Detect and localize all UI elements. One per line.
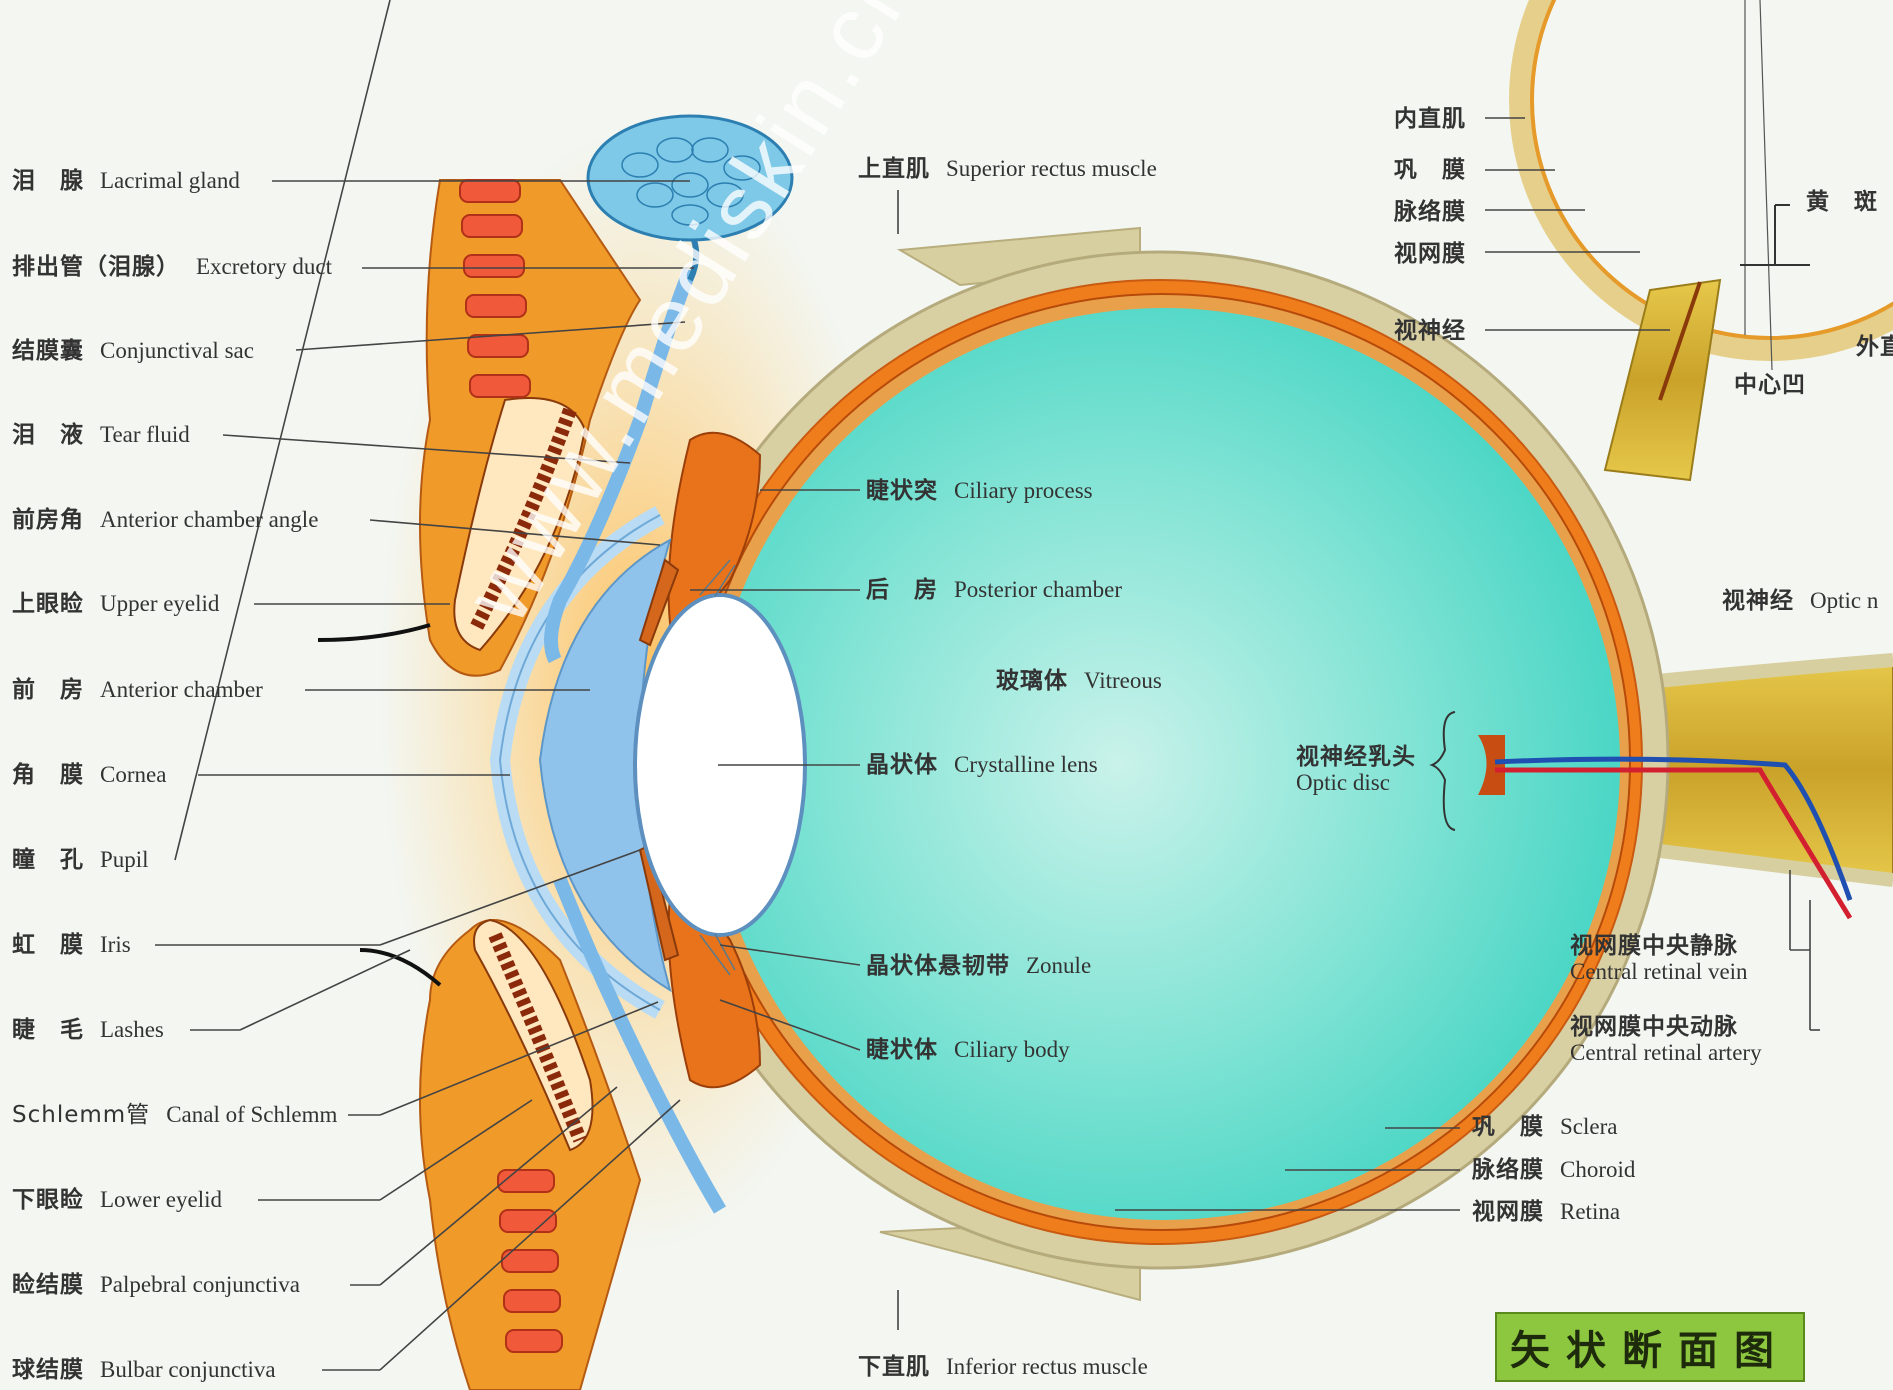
title-badge: 矢状断面图 [1495, 1312, 1805, 1382]
inset-axis-line [1760, 0, 1772, 370]
vitreous-body [708, 308, 1620, 1220]
lacrimal-gland [588, 116, 792, 240]
macula-bracket [1740, 205, 1810, 265]
diagram-title: 矢状断面图 [1510, 1318, 1790, 1376]
